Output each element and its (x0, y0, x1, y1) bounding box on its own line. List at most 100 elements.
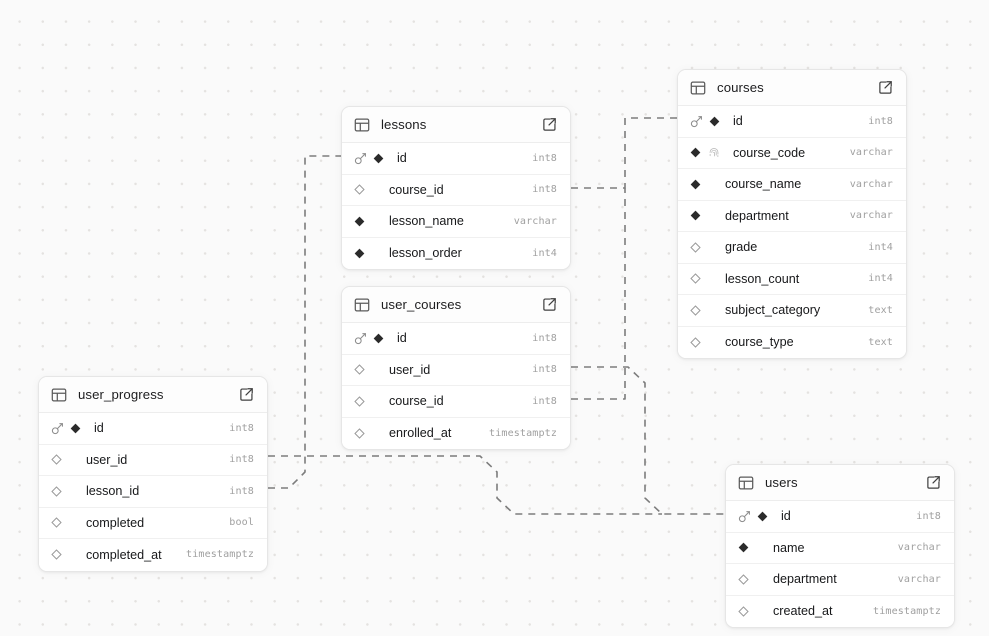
field-type: int4 (868, 273, 893, 285)
filled-diamond-icon (709, 116, 720, 127)
field-glyphs (51, 486, 73, 497)
external-link-icon[interactable] (878, 80, 893, 95)
external-link-icon[interactable] (926, 475, 941, 490)
field-name: user_id (86, 452, 128, 467)
table-header-user_progress[interactable]: user_progress (39, 377, 267, 413)
filled-diamond-icon (373, 153, 384, 164)
field-row[interactable]: id int8 (342, 323, 570, 355)
filled-diamond-icon (373, 333, 384, 344)
field-name: user_id (389, 362, 431, 377)
table-title: users (765, 475, 798, 490)
field-type: int8 (229, 454, 254, 466)
outline-diamond-icon (354, 428, 365, 439)
field-glyphs (690, 210, 712, 221)
table-title: user_progress (78, 387, 164, 402)
field-name: id (397, 331, 407, 346)
filled-diamond-icon (690, 147, 701, 158)
field-row[interactable]: id int8 (39, 413, 267, 445)
external-link-icon[interactable] (239, 387, 254, 402)
relation-edge (268, 455, 662, 515)
field-row[interactable]: user_id int8 (39, 444, 267, 476)
field-name: course_id (389, 394, 444, 409)
filled-diamond-icon (354, 248, 365, 259)
table-card-user_progress[interactable]: user_progress id int8 user_id int8 lesson_… (38, 376, 268, 572)
field-glyphs (738, 606, 760, 617)
field-type: int4 (868, 241, 893, 253)
table-header-users[interactable]: users (726, 465, 954, 501)
outline-diamond-icon (690, 242, 701, 253)
field-row[interactable]: completed_at timestamptz (39, 539, 267, 571)
field-type: int8 (229, 485, 254, 497)
field-type: int8 (229, 422, 254, 434)
field-glyphs (354, 152, 384, 165)
field-glyphs (690, 147, 720, 159)
table-header-lessons[interactable]: lessons (342, 107, 570, 143)
field-name: id (94, 421, 104, 436)
field-type: text (868, 336, 893, 348)
field-type: int4 (532, 247, 557, 259)
field-type: bool (229, 517, 254, 529)
filled-diamond-icon (738, 542, 749, 553)
outline-diamond-icon (354, 364, 365, 375)
table-icon (51, 387, 67, 402)
field-glyphs (690, 337, 712, 348)
field-type: varchar (849, 147, 893, 159)
outline-diamond-icon (690, 273, 701, 284)
field-name: completed_at (86, 547, 162, 562)
field-type: timestamptz (186, 549, 254, 561)
field-type: int8 (532, 184, 557, 196)
field-type: int8 (868, 115, 893, 127)
field-type: text (868, 304, 893, 316)
field-type: varchar (849, 210, 893, 222)
outline-diamond-icon (51, 486, 62, 497)
external-link-icon[interactable] (542, 117, 557, 132)
field-name: created_at (773, 604, 833, 619)
field-name: enrolled_at (389, 426, 452, 441)
field-name: name (773, 540, 805, 555)
field-glyphs (738, 542, 760, 553)
table-header-courses[interactable]: courses (678, 70, 906, 106)
outline-diamond-icon (738, 574, 749, 585)
field-glyphs (354, 364, 376, 375)
key-icon (354, 332, 366, 344)
field-glyphs (738, 510, 768, 523)
table-icon (690, 80, 706, 95)
field-type: varchar (897, 573, 941, 585)
outline-diamond-icon (51, 454, 62, 465)
external-link-icon[interactable] (542, 297, 557, 312)
field-name: id (397, 151, 407, 166)
field-type: varchar (849, 178, 893, 190)
field-type: int8 (532, 332, 557, 344)
filled-diamond-icon (354, 216, 365, 227)
table-header-user_courses[interactable]: user_courses (342, 287, 570, 323)
outline-diamond-icon (51, 517, 62, 528)
outline-diamond-icon (690, 305, 701, 316)
field-glyphs (690, 242, 712, 253)
outline-diamond-icon (690, 337, 701, 348)
